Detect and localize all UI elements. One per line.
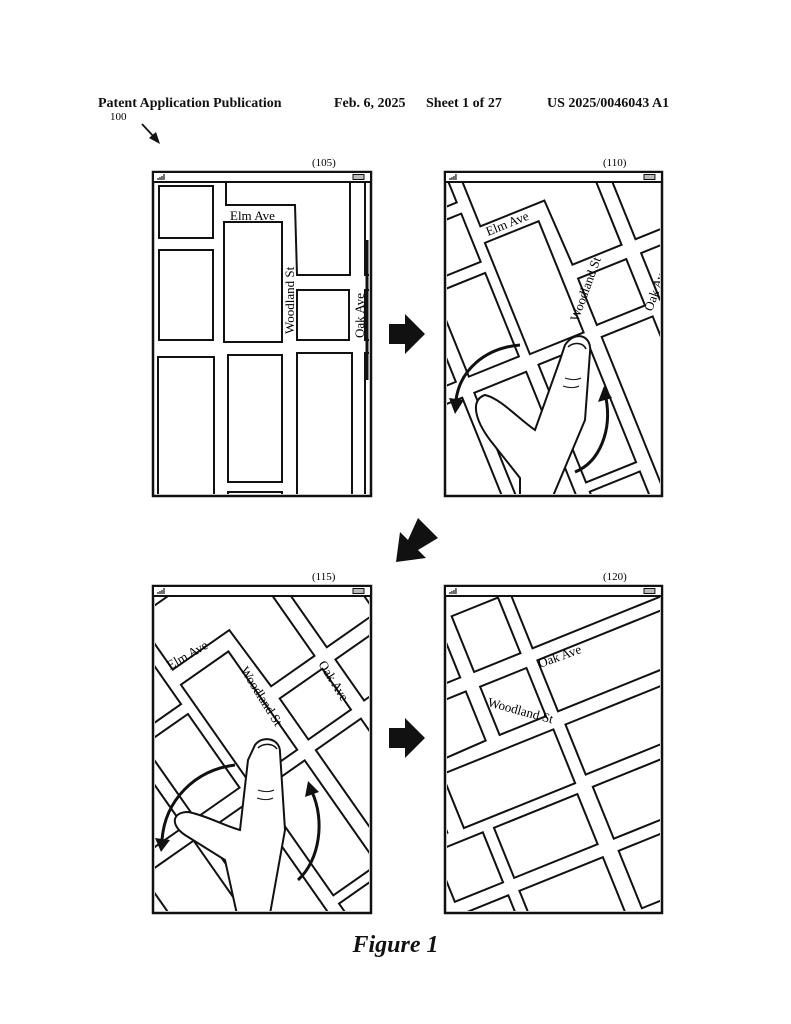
rotate-arrow-right-icon xyxy=(296,781,321,882)
street-label-woodland: Woodland St xyxy=(282,266,297,334)
flow-arrow-down-left-icon xyxy=(396,518,438,562)
rotate-arrow-right-icon xyxy=(574,386,612,474)
street-label-oak: Oak Ave xyxy=(352,293,367,338)
status-bar xyxy=(444,171,663,183)
panel-ref: (105) xyxy=(312,157,336,169)
publication-label: Patent Application Publication xyxy=(98,96,282,111)
street-label-woodland: Woodland St xyxy=(486,694,555,726)
street-label-elm: Elm Ave xyxy=(230,208,275,223)
panel-ref: (115) xyxy=(312,571,336,583)
status-bar xyxy=(152,171,372,183)
figure-caption: Figure 1 xyxy=(352,932,439,958)
status-bar xyxy=(444,585,663,597)
device-screen xyxy=(443,584,664,915)
panel-ref: (110) xyxy=(603,157,627,169)
publication-date: Feb. 6, 2025 xyxy=(334,96,406,111)
hand-icon xyxy=(173,738,287,911)
rotate-arrow-left-icon xyxy=(449,343,521,414)
hand-icon xyxy=(475,335,592,494)
street-label-oak: Oak Ave xyxy=(641,266,671,314)
sheet-number: Sheet 1 of 27 xyxy=(426,96,502,111)
patent-number: US 2025/0046043 A1 xyxy=(547,96,670,111)
street-label-oak: Oak Ave xyxy=(315,658,352,704)
reference-arrow xyxy=(141,123,160,144)
rotate-arrow-left-icon xyxy=(155,763,236,852)
panel-110: (110) Elm Ave Woodland St Oak Ave xyxy=(443,157,671,498)
street-label-elm: Elm Ave xyxy=(164,637,211,673)
status-bar xyxy=(152,585,372,597)
panel-ref: (120) xyxy=(603,571,627,583)
street-label-oak: Oak Ave xyxy=(536,641,584,671)
flow-arrow-right-icon xyxy=(389,314,425,354)
panel-105: (105) Elm Ave Woodland St Oak Ave xyxy=(151,157,373,498)
figure-reference: 100 xyxy=(110,111,127,123)
flow-arrow-right-icon xyxy=(389,718,425,758)
